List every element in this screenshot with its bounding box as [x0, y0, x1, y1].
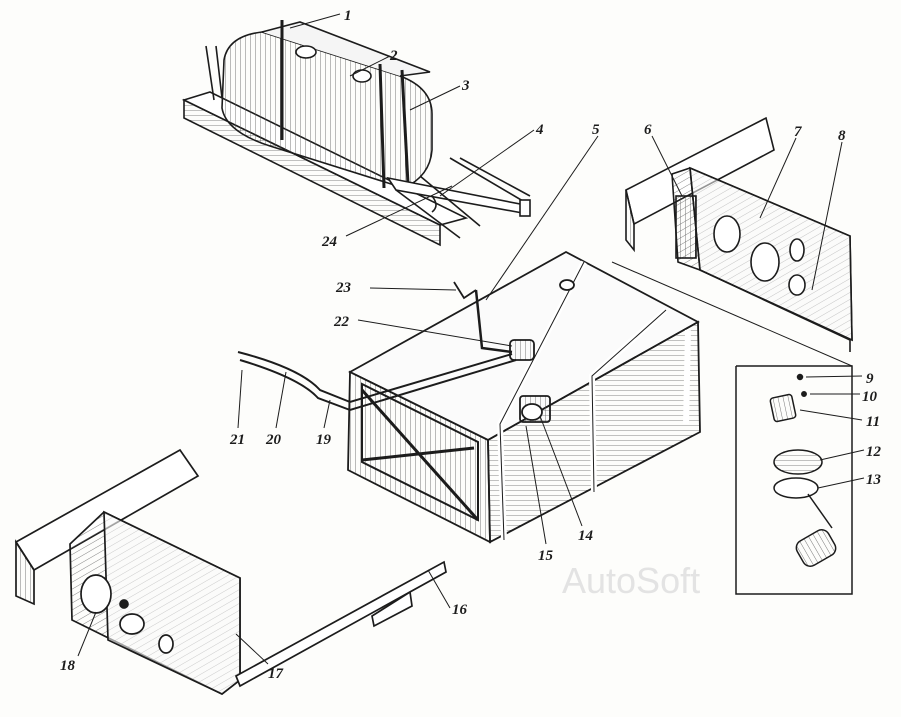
callout-2: 2	[389, 48, 398, 64]
callout-20: 20	[265, 432, 282, 448]
callout-14: 14	[578, 528, 594, 544]
lower-mounting-bracket	[14, 448, 447, 695]
watermark-text: AutoSoft	[562, 560, 700, 601]
callout-7: 7	[794, 124, 802, 140]
callout-12: 12	[866, 444, 882, 460]
sender-detail-group	[611, 261, 853, 595]
callout-13: 13	[866, 472, 882, 488]
callout-19: 19	[316, 432, 332, 448]
callout-8: 8	[838, 128, 846, 144]
callout-17: 17	[268, 666, 284, 682]
callout-23: 23	[335, 280, 352, 296]
callout-labels: 1 2 3 4 5 6 7 8 9 10 11 12 13 14 15 16 1…	[60, 8, 882, 682]
callout-10: 10	[862, 389, 878, 405]
callout-1: 1	[344, 8, 352, 24]
callout-21: 21	[229, 432, 245, 448]
leader-lines	[77, 13, 865, 665]
right-mounting-bracket	[625, 116, 853, 352]
callout-3: 3	[461, 78, 470, 94]
callout-16: 16	[452, 602, 468, 618]
callout-5: 5	[592, 122, 600, 138]
callout-4: 4	[535, 122, 544, 138]
callout-11: 11	[866, 414, 880, 430]
callout-24: 24	[321, 234, 338, 250]
callout-18: 18	[60, 658, 76, 674]
callout-15: 15	[538, 548, 554, 564]
callout-9: 9	[866, 371, 874, 387]
main-fuel-tank	[237, 250, 701, 544]
callout-22: 22	[333, 314, 350, 330]
callout-6: 6	[644, 122, 652, 138]
small-tank-assembly	[181, 20, 531, 247]
